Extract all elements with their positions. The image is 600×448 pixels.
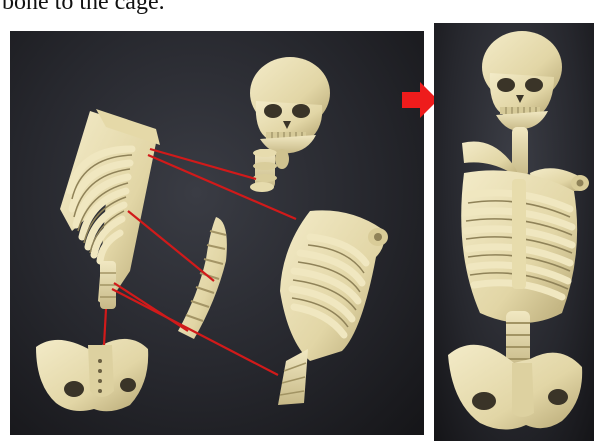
neck-vertebrae bbox=[250, 149, 289, 192]
exploded-view-panel bbox=[10, 31, 424, 435]
skull bbox=[250, 57, 330, 154]
pelvis bbox=[36, 339, 148, 411]
assembled-ribcage bbox=[461, 170, 577, 323]
assembled-view-panel bbox=[434, 23, 594, 441]
left-ribcage-half bbox=[60, 109, 160, 309]
caption-text: bone to the cage. bbox=[2, 0, 165, 16]
assembled-skeleton-illustration bbox=[434, 23, 594, 441]
exploded-skeleton-illustration bbox=[10, 31, 424, 435]
assembled-skull bbox=[482, 31, 562, 130]
lumbar-spine-segment bbox=[178, 217, 227, 339]
right-ribcage-half bbox=[278, 210, 388, 405]
